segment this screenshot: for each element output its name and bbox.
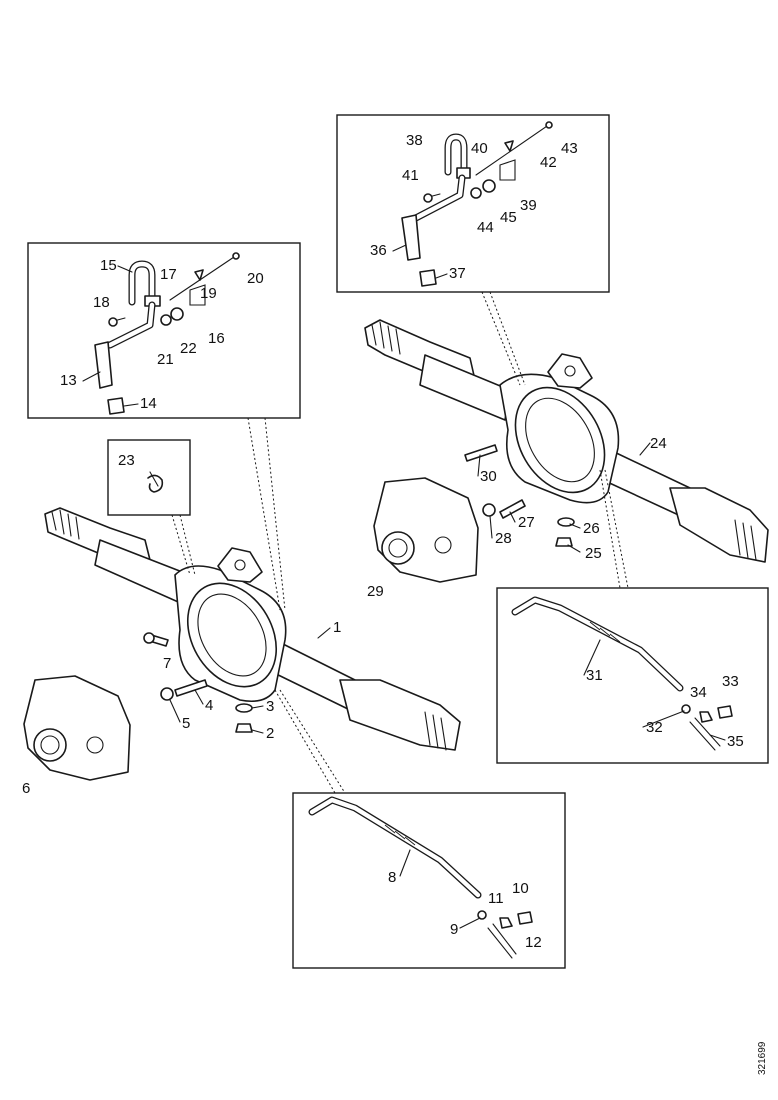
lower-axle-housing <box>44 507 461 751</box>
inset-breather-pipe-upper <box>496 587 769 764</box>
inset-breather-fitting-upper <box>336 114 610 293</box>
part-label-37: 37 <box>449 265 466 282</box>
part-label-44: 44 <box>477 219 494 236</box>
part-label-4: 4 <box>205 697 213 714</box>
upper-axle-housing <box>364 319 769 563</box>
part-label-39: 39 <box>520 197 537 214</box>
part-label-6: 6 <box>22 780 30 797</box>
part-label-38: 38 <box>406 132 423 149</box>
part-label-22: 22 <box>180 340 197 357</box>
part-label-31: 31 <box>586 667 603 684</box>
breather-fitting-assembly-upper <box>401 121 553 287</box>
part-label-14: 14 <box>140 395 157 412</box>
part-label-23: 23 <box>118 452 135 469</box>
upper-differential-cover <box>373 477 479 583</box>
label-leader-lines <box>82 244 726 929</box>
part-label-1: 1 <box>333 619 341 636</box>
part-label-27: 27 <box>518 514 535 531</box>
part-number-labels: 1 2 3 4 5 6 7 8 9 10 11 12 13 14 15 16 1… <box>22 132 744 951</box>
part-label-5: 5 <box>182 715 190 732</box>
part-label-24: 24 <box>650 435 667 452</box>
part-label-36: 36 <box>370 242 387 259</box>
part-label-41: 41 <box>402 167 419 184</box>
breather-fitting-assembly-lower <box>94 252 240 415</box>
part-label-18: 18 <box>93 294 110 311</box>
part-label-32: 32 <box>646 719 663 736</box>
part-label-17: 17 <box>160 266 177 283</box>
part-label-19: 19 <box>200 285 217 302</box>
part-label-20: 20 <box>247 270 264 287</box>
inset-leader-lines <box>171 291 629 794</box>
breather-pipe-lower <box>308 796 533 959</box>
part-label-16: 16 <box>208 330 225 347</box>
lower-axle-fasteners <box>143 632 253 733</box>
part-label-7: 7 <box>163 655 171 672</box>
part-label-33: 33 <box>722 673 739 690</box>
part-label-12: 12 <box>525 934 542 951</box>
part-label-29: 29 <box>367 583 384 600</box>
part-label-2: 2 <box>266 725 274 742</box>
part-label-25: 25 <box>585 545 602 562</box>
part-label-28: 28 <box>495 530 512 547</box>
drawing-reference-code: 321699 <box>757 1041 768 1075</box>
part-label-11: 11 <box>488 890 504 907</box>
clip-part <box>147 471 164 493</box>
part-label-15: 15 <box>100 257 117 274</box>
part-label-45: 45 <box>500 209 517 226</box>
part-label-26: 26 <box>583 520 600 537</box>
upper-axle-fasteners <box>464 444 575 547</box>
inset-breather-fitting-lower <box>27 242 301 419</box>
inset-breather-pipe-lower <box>292 792 566 969</box>
part-label-43: 43 <box>561 140 578 157</box>
part-label-35: 35 <box>727 733 744 750</box>
breather-pipe-upper <box>511 596 733 751</box>
part-label-21: 21 <box>157 351 174 368</box>
part-label-42: 42 <box>540 154 557 171</box>
part-label-10: 10 <box>512 880 529 897</box>
part-label-8: 8 <box>388 869 396 886</box>
lower-differential-cover <box>23 675 131 781</box>
part-label-30: 30 <box>480 468 497 485</box>
part-label-13: 13 <box>60 372 77 389</box>
part-label-9: 9 <box>450 921 458 938</box>
part-label-40: 40 <box>471 140 488 157</box>
part-label-34: 34 <box>690 684 707 701</box>
part-label-3: 3 <box>266 698 274 715</box>
